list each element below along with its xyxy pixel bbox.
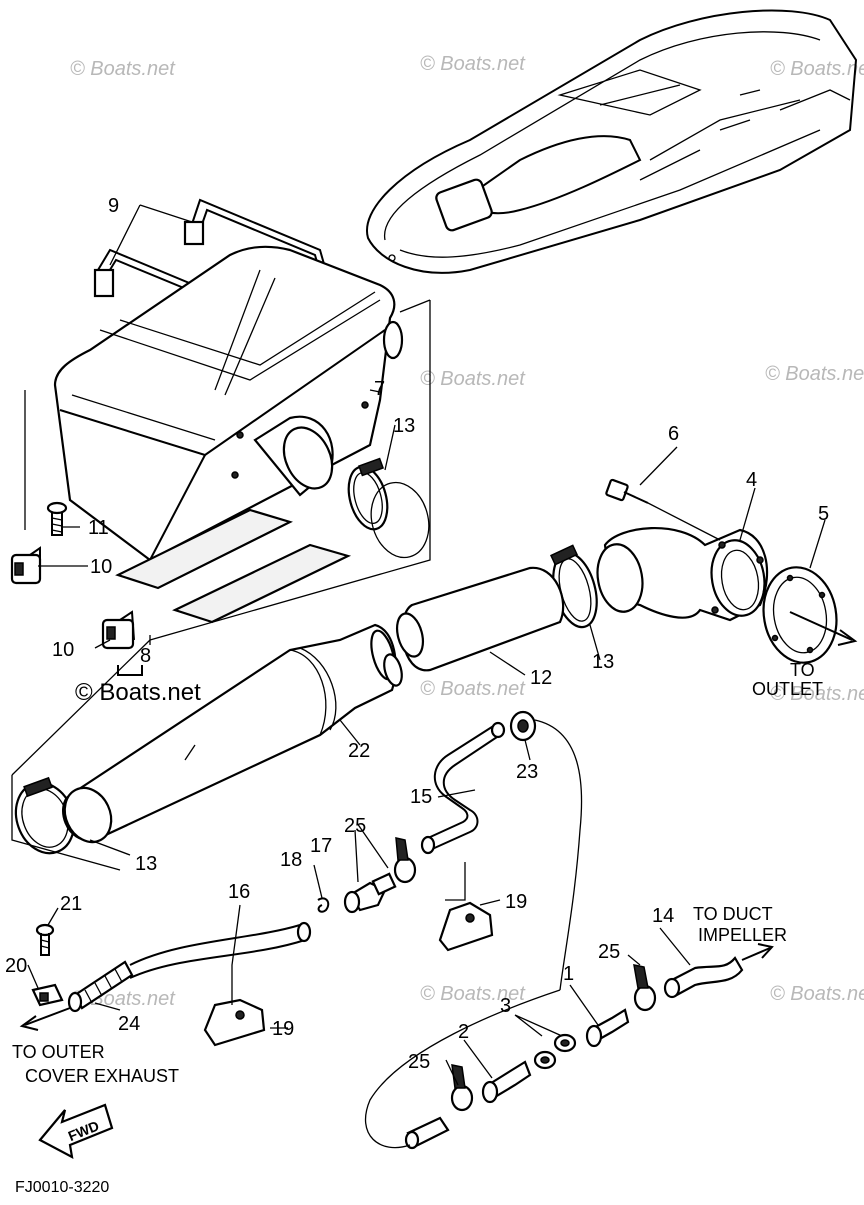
callout-11: 11 bbox=[88, 517, 109, 539]
watermark-dark: © Boats.net bbox=[75, 679, 201, 706]
callout-1: 1 bbox=[563, 963, 574, 985]
watercraft-illustration bbox=[366, 9, 858, 274]
leader-line bbox=[534, 719, 583, 991]
leader-line bbox=[11, 775, 121, 871]
duct-arrowhead bbox=[757, 943, 774, 959]
watermark: © Boats.net bbox=[70, 58, 176, 80]
to-duct-label-2: IMPELLER bbox=[698, 925, 787, 945]
duct-arrow bbox=[741, 947, 771, 961]
bracket-19 bbox=[438, 901, 494, 952]
callout-3: 3 bbox=[500, 995, 511, 1017]
callout-25: 25 bbox=[598, 941, 620, 963]
gasket-5 bbox=[762, 566, 838, 664]
leader-line bbox=[399, 299, 431, 313]
callout-4: 4 bbox=[746, 469, 757, 491]
callout-leaders bbox=[27, 204, 826, 1086]
watermark: © Boats.net bbox=[420, 53, 526, 75]
to-duct-label-1: TO DUCT bbox=[693, 904, 773, 924]
fitting-1 bbox=[585, 1008, 630, 1048]
callout-2: 2 bbox=[458, 1021, 469, 1043]
leader-line bbox=[364, 989, 561, 1149]
callout-5: 5 bbox=[818, 503, 829, 525]
callout-17: 17 bbox=[310, 835, 332, 857]
cap-23 bbox=[509, 710, 537, 742]
callout-21: 21 bbox=[60, 893, 82, 915]
water-box-muffler-7 bbox=[53, 245, 404, 562]
callout-24: 24 bbox=[118, 1013, 140, 1035]
watermark: © Boats.net bbox=[420, 678, 526, 700]
hose-clip-25 bbox=[450, 1064, 474, 1112]
callout-9: 9 bbox=[108, 195, 119, 217]
callout-13: 13 bbox=[393, 415, 415, 437]
outer-arrowhead bbox=[19, 1015, 39, 1031]
outlet-arrow bbox=[789, 611, 853, 641]
hose-16 bbox=[129, 921, 312, 979]
bracket-20 bbox=[31, 983, 64, 1007]
callout-10: 10 bbox=[52, 639, 74, 661]
callout-16: 16 bbox=[228, 881, 250, 903]
callout-labels: 9 7 13 11 10 10 8 6 4 5 13 12 22 23 15 1… bbox=[5, 195, 829, 1073]
pads-8 bbox=[115, 508, 352, 624]
callout-13: 13 bbox=[135, 853, 157, 875]
bracket-19 bbox=[203, 998, 266, 1047]
nipple-17 bbox=[343, 872, 397, 914]
to-outer-label-2: COVER EXHAUST bbox=[25, 1066, 179, 1086]
watermark: © Boats.net bbox=[770, 58, 864, 80]
washer-3 bbox=[553, 1033, 577, 1053]
hose-clip-25 bbox=[633, 964, 657, 1012]
short-hose bbox=[404, 1116, 450, 1150]
callout-22: 22 bbox=[348, 740, 370, 762]
to-outlet-label-2: OUTLET bbox=[752, 679, 823, 699]
leader-line bbox=[11, 639, 151, 776]
hose-14 bbox=[663, 956, 744, 999]
callout-19: 19 bbox=[272, 1018, 294, 1040]
hose-clamp-13 bbox=[347, 457, 430, 559]
callout-13: 13 bbox=[592, 651, 614, 673]
fwd-arrow: FWD bbox=[38, 1103, 114, 1160]
callout-7: 7 bbox=[374, 378, 385, 400]
direction-notes: TO OUTLET TO DUCT IMPELLER TO OUTER COVE… bbox=[12, 660, 823, 1196]
callout-18: 18 bbox=[280, 849, 302, 871]
hose-12 bbox=[395, 566, 565, 672]
to-outer-label-1: TO OUTER bbox=[12, 1042, 105, 1062]
callout-14: 14 bbox=[652, 905, 674, 927]
clamp-10 bbox=[101, 610, 135, 650]
outlet-arrowhead bbox=[837, 629, 858, 646]
clip-18 bbox=[317, 897, 330, 913]
callout-15: 15 bbox=[410, 786, 432, 808]
diagram-code: FJ0010-3220 bbox=[15, 1179, 109, 1196]
elbow-joint-4 bbox=[596, 526, 769, 622]
callout-19: 19 bbox=[505, 891, 527, 913]
leader-line bbox=[149, 300, 431, 641]
clamp-10 bbox=[10, 546, 42, 585]
callout-12: 12 bbox=[530, 667, 552, 689]
fitting-2 bbox=[481, 1060, 532, 1104]
callout-10: 10 bbox=[90, 556, 112, 578]
bolt-6 bbox=[605, 478, 721, 541]
watermark: © Boats.net bbox=[420, 368, 526, 390]
callout-25: 25 bbox=[408, 1051, 430, 1073]
watermark: © Boats.net bbox=[765, 363, 864, 385]
hose-clip-25 bbox=[393, 837, 417, 884]
bracket-mark bbox=[117, 665, 143, 676]
callout-20: 20 bbox=[5, 955, 27, 977]
outer-arrow bbox=[24, 1007, 71, 1026]
hose-15 bbox=[420, 721, 506, 855]
watermark: © Boats.net bbox=[770, 983, 864, 1005]
callout-6: 6 bbox=[668, 423, 679, 445]
bolt-21 bbox=[35, 923, 55, 956]
callout-8: 8 bbox=[140, 645, 151, 667]
callout-23: 23 bbox=[516, 761, 538, 783]
callout-25: 25 bbox=[344, 815, 366, 837]
watermark: © Boats.net bbox=[770, 683, 864, 705]
washer-3 bbox=[533, 1050, 557, 1070]
exhaust-pipe-22 bbox=[62, 623, 403, 844]
fitting-24 bbox=[67, 960, 134, 1013]
to-outlet-label-1: TO bbox=[790, 660, 815, 680]
bolt-11 bbox=[46, 501, 68, 536]
watermark: © Boats.net bbox=[420, 983, 526, 1005]
